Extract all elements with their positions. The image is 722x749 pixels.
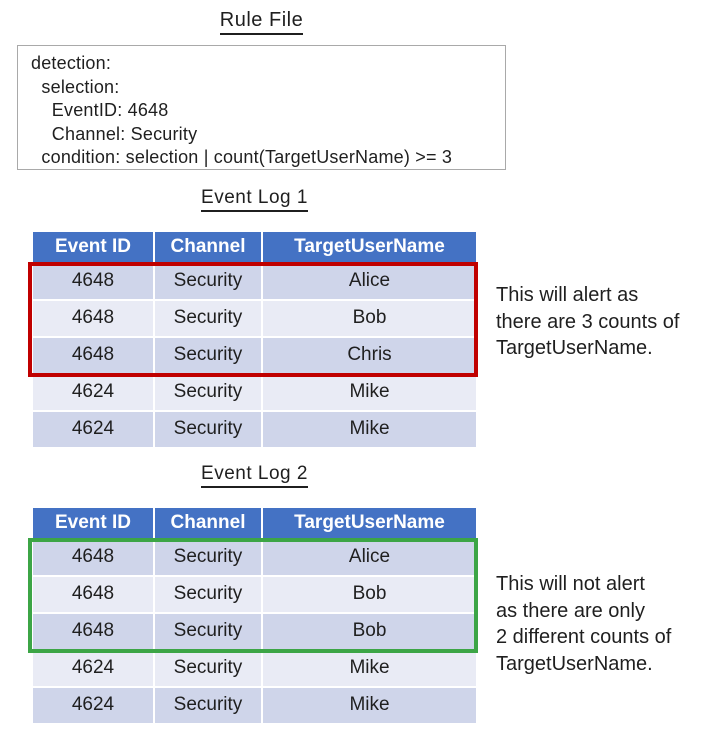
cell-target-user-name: Mike xyxy=(263,412,476,449)
rule-file-title-text: Rule File xyxy=(219,9,304,35)
annotation-line: This will not alert xyxy=(496,573,645,595)
table-header-row: Event ID Channel TargetUserName xyxy=(33,232,476,264)
cell-channel: Security xyxy=(155,688,263,725)
cell-target-user-name: Alice xyxy=(263,264,476,301)
cell-channel: Security xyxy=(155,577,263,614)
cell-event-id: 4624 xyxy=(33,651,155,688)
cell-channel: Security xyxy=(155,301,263,338)
cell-target-user-name: Bob xyxy=(263,301,476,338)
cell-event-id: 4648 xyxy=(33,540,155,577)
cell-target-user-name: Chris xyxy=(263,338,476,375)
cell-target-user-name: Bob xyxy=(263,577,476,614)
column-header-event-id: Event ID xyxy=(33,232,155,264)
table-body: 4648 Security Alice 4648 Security Bob 46… xyxy=(33,264,476,449)
table-row: 4648 Security Bob xyxy=(33,614,476,651)
annotation-lines: This will alert as there are 3 counts of T… xyxy=(496,282,679,362)
cell-target-user-name: Alice xyxy=(263,540,476,577)
event-log-1-annotation: This will alert as there are 3 counts of T… xyxy=(496,282,679,362)
event-log-2-title: Event Log 2 xyxy=(33,463,476,488)
table-row: 4648 Security Alice xyxy=(33,540,476,577)
event-log-2-title-text: Event Log 2 xyxy=(201,463,308,488)
cell-event-id: 4624 xyxy=(33,412,155,449)
cell-channel: Security xyxy=(155,264,263,301)
rule-file-box: detection: selection: EventID: 4648 Chan… xyxy=(17,45,506,170)
cell-target-user-name: Mike xyxy=(263,375,476,412)
cell-event-id: 4648 xyxy=(33,577,155,614)
table-row: 4624 Security Mike xyxy=(33,412,476,449)
event-log-2-table: Event ID Channel TargetUserName 4648 Sec… xyxy=(33,508,476,725)
cell-event-id: 4648 xyxy=(33,264,155,301)
rule-code-line: condition: selection | count(TargetUserN… xyxy=(31,147,453,167)
cell-channel: Security xyxy=(155,412,263,449)
event-log-1-title-text: Event Log 1 xyxy=(201,187,308,212)
cell-event-id: 4648 xyxy=(33,301,155,338)
annotation-line: TargetUserName. xyxy=(496,652,653,675)
annotation-line: as there are only xyxy=(496,599,645,622)
column-header-channel: Channel xyxy=(155,232,263,264)
rule-code: detection: selection: EventID: 4648 Chan… xyxy=(31,52,505,170)
rule-code-line: EventID: 4648 xyxy=(31,100,169,120)
annotation-line: This will alert as xyxy=(496,284,639,306)
table-header-row: Event ID Channel TargetUserName xyxy=(33,508,476,540)
event-log-1-table: Event ID Channel TargetUserName 4648 Sec… xyxy=(33,232,476,449)
annotation-line: TargetUserName. xyxy=(496,337,653,359)
table-body: 4648 Security Alice 4648 Security Bob 46… xyxy=(33,540,476,725)
cell-event-id: 4648 xyxy=(33,614,155,651)
event-log-2-annotation: This will not alert as there are only 2 di… xyxy=(496,571,671,677)
cell-target-user-name: Bob xyxy=(263,614,476,651)
rule-code-line: Channel: Security xyxy=(31,123,198,144)
column-header-target-user-name: TargetUserName xyxy=(263,232,476,264)
rule-code-line: detection: xyxy=(31,53,112,73)
table-row: 4624 Security Mike xyxy=(33,651,476,688)
cell-event-id: 4648 xyxy=(33,338,155,375)
cell-target-user-name: Mike xyxy=(263,651,476,688)
column-header-target-user-name: TargetUserName xyxy=(263,508,476,540)
column-header-event-id: Event ID xyxy=(33,508,155,540)
cell-channel: Security xyxy=(155,614,263,651)
annotation-line: there are 3 counts of xyxy=(496,310,680,333)
cell-target-user-name: Mike xyxy=(263,688,476,725)
table-row: 4648 Security Alice xyxy=(33,264,476,301)
annotation-lines: This will not alert as there are only 2 di… xyxy=(496,571,671,677)
column-header-channel: Channel xyxy=(155,508,263,540)
table-row: 4648 Security Bob xyxy=(33,301,476,338)
table-row: 4648 Security Bob xyxy=(33,577,476,614)
annotation-line: 2 different counts of xyxy=(496,626,672,648)
cell-channel: Security xyxy=(155,540,263,577)
event-log-1-title: Event Log 1 xyxy=(33,187,476,212)
cell-channel: Security xyxy=(155,651,263,688)
rule-code-line: selection: xyxy=(31,76,120,97)
table-row: 4624 Security Mike xyxy=(33,375,476,412)
rule-file-title: Rule File xyxy=(17,9,506,35)
cell-channel: Security xyxy=(155,338,263,375)
table-row: 4648 Security Chris xyxy=(33,338,476,375)
cell-channel: Security xyxy=(155,375,263,412)
table-row: 4624 Security Mike xyxy=(33,688,476,725)
cell-event-id: 4624 xyxy=(33,375,155,412)
cell-event-id: 4624 xyxy=(33,688,155,725)
